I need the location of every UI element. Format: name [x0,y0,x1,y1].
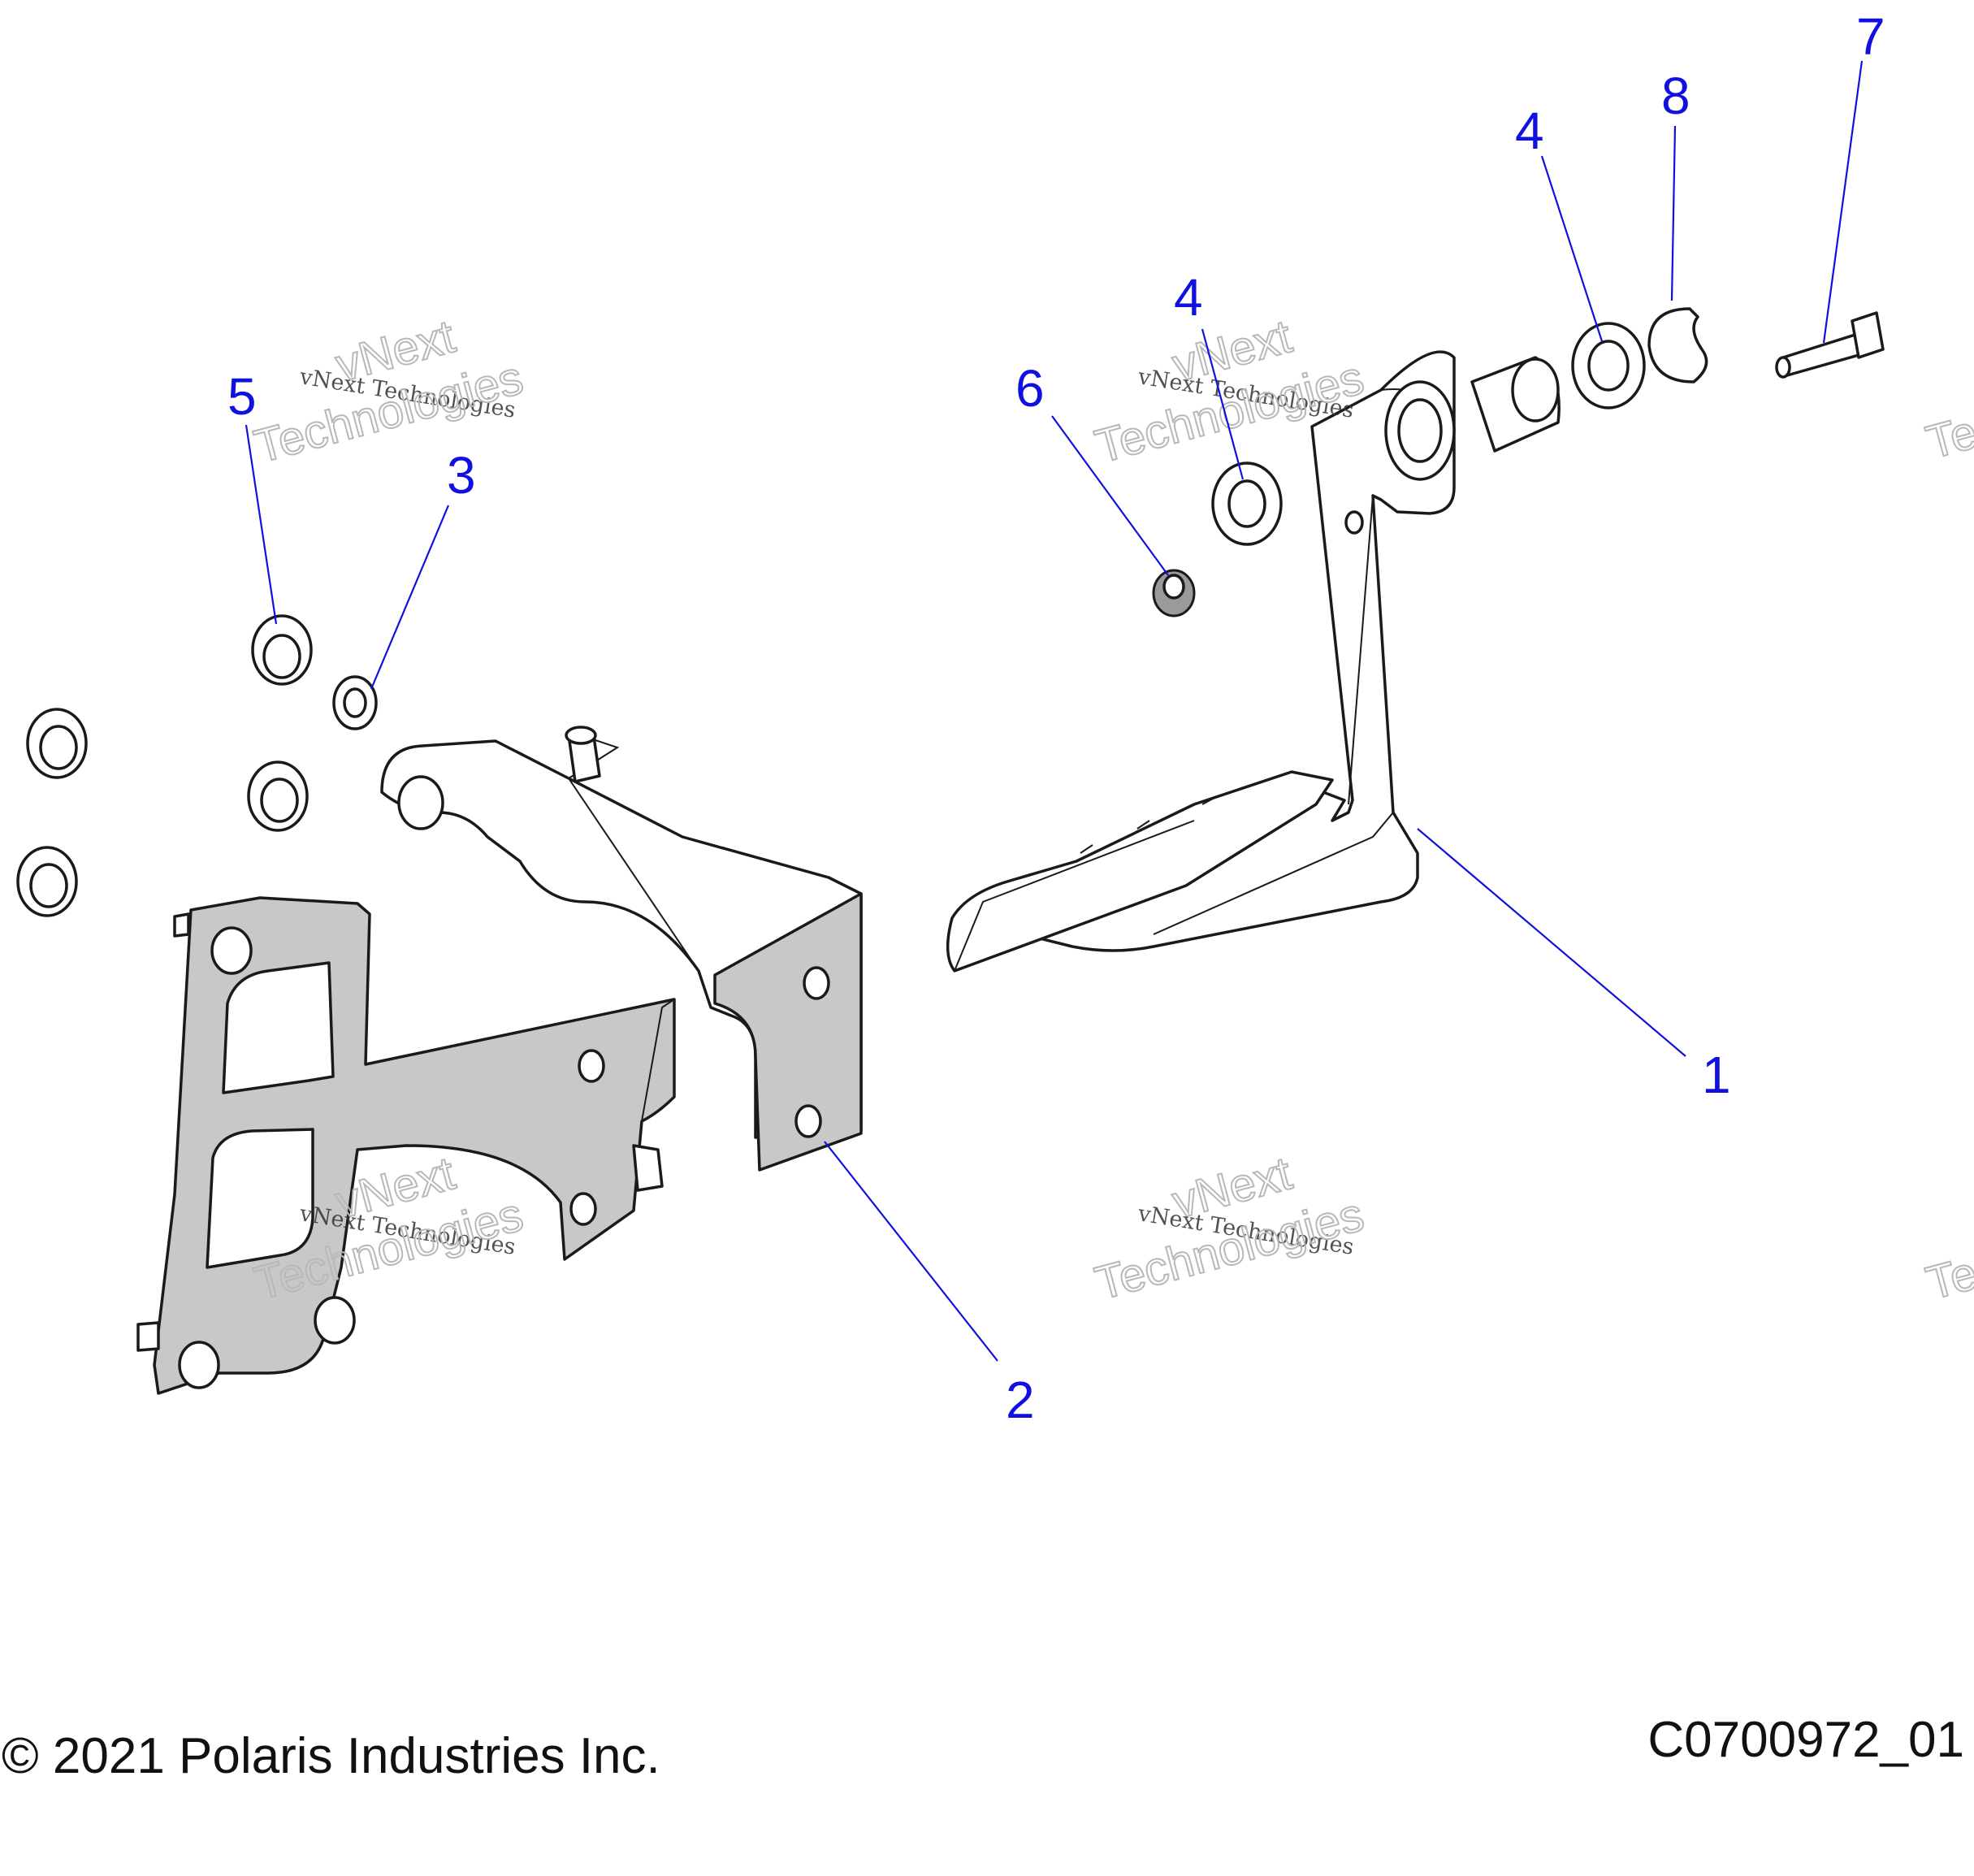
callout-1: 1 [1702,1046,1731,1104]
mounting-bracket [136,726,863,1395]
bushing-left [1211,461,1283,546]
flange-nut-5 [251,614,313,686]
pivot-bolt [1775,311,1885,379]
callout-2: 2 [1006,1371,1035,1429]
e-clip [1647,307,1708,383]
leader-4b [1540,155,1604,342]
bushing-right [1571,322,1646,409]
callout-8: 8 [1661,67,1690,125]
callout-4-right: 4 [1515,102,1544,160]
callout-labels: 1 2 3 4 4 5 6 7 8 [227,7,1885,1429]
leader-5 [245,424,278,625]
callout-3: 3 [447,446,476,505]
leader-8 [1670,125,1677,301]
copyright-text: © 2021 Polaris Industries Inc. [2,1728,660,1784]
flange-nut-left-1 [26,708,88,779]
leader-7 [1822,60,1864,344]
leader-6 [1051,415,1169,576]
leader-4a [1201,328,1245,480]
leader-3 [370,505,450,690]
watermark-edge-2: Te [1921,1246,1974,1311]
brake-pedal [946,350,1561,973]
drawing-id: C0700972_01 [1647,1712,1964,1768]
flange-nut-6 [1152,569,1196,617]
leader-lines [245,60,1864,1362]
washer-3 [332,675,378,730]
callout-7: 7 [1856,7,1885,66]
watermark-edge-1: Te [1921,405,1974,470]
callout-4-left: 4 [1174,268,1203,327]
leader-2 [824,1141,998,1362]
flange-nut-left-3 [16,846,78,917]
callout-6: 6 [1015,359,1045,418]
callout-5: 5 [227,367,257,426]
leader-1 [1417,828,1686,1057]
flange-nut-left-2 [247,760,309,832]
